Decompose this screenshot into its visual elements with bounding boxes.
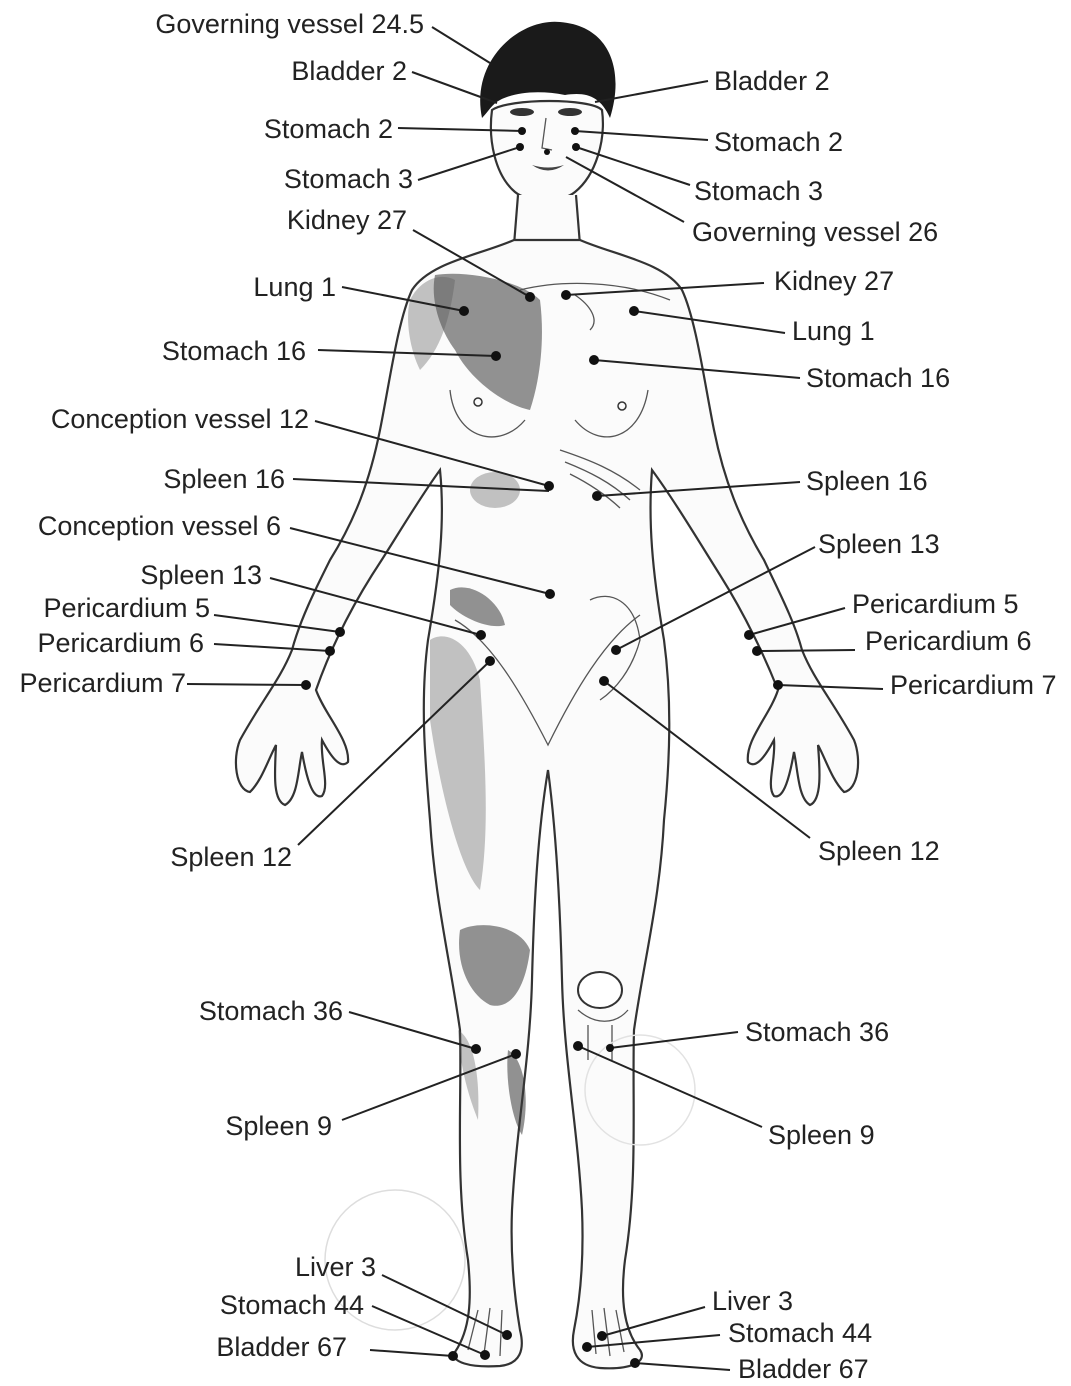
label-stomach-44-left: Stomach 44 [220, 1290, 364, 1320]
label-lung-1-right: Lung 1 [792, 316, 875, 346]
point-ki27-right [561, 290, 571, 300]
point-cv6 [545, 589, 555, 599]
label-spleen-13-right: Spleen 13 [818, 529, 940, 559]
point-sp12-right [599, 676, 609, 686]
label-spleen-13-left: Spleen 13 [140, 560, 262, 590]
point-gv26 [544, 149, 550, 155]
point-lu1-left [459, 306, 469, 316]
point-st3-right [572, 143, 580, 151]
right-eye [558, 108, 582, 116]
label-kidney-27-left: Kidney 27 [287, 205, 407, 235]
point-sp12-left [485, 656, 495, 666]
label-bladder-67-right: Bladder 67 [738, 1354, 869, 1384]
label-spleen-12-left: Spleen 12 [170, 842, 292, 872]
label-bladder-2-left: Bladder 2 [291, 56, 407, 86]
label-liver-3-left: Liver 3 [295, 1252, 376, 1282]
point-bl67-left [448, 1351, 458, 1361]
point-lv3-right [597, 1331, 607, 1341]
point-st44-right [582, 1342, 592, 1352]
point-pc6-left [325, 646, 335, 656]
label-bladder-67-left: Bladder 67 [216, 1332, 347, 1362]
point-sp16-right [592, 491, 602, 501]
right-kneecap [578, 972, 622, 1008]
point-pc5-right [744, 630, 754, 640]
point-lu1-right [629, 306, 639, 316]
label-bladder-2-right: Bladder 2 [714, 66, 830, 96]
point-pc5-left [335, 627, 345, 637]
label-gv-26: Governing vessel 26 [692, 217, 938, 247]
label-stomach-3-left: Stomach 3 [284, 164, 413, 194]
point-pc7-right [773, 680, 783, 690]
point-sp9-left [511, 1049, 521, 1059]
label-cv-6: Conception vessel 6 [38, 511, 281, 541]
label-stomach-2-left: Stomach 2 [264, 114, 393, 144]
left-eye [510, 108, 534, 116]
point-st44-left [480, 1350, 490, 1360]
label-stomach-2-right: Stomach 2 [714, 127, 843, 157]
point-st2-right [571, 127, 579, 135]
point-st36-right [606, 1044, 614, 1052]
point-sp13-right [611, 645, 621, 655]
label-gv-24-5: Governing vessel 24.5 [155, 9, 424, 39]
label-spleen-16-left: Spleen 16 [163, 464, 285, 494]
point-sp13-left [476, 630, 486, 640]
label-stomach-36-left: Stomach 36 [199, 996, 343, 1026]
label-spleen-9-left: Spleen 9 [225, 1111, 332, 1141]
label-pericardium-6-left: Pericardium 6 [37, 628, 204, 658]
label-pericardium-6-right: Pericardium 6 [865, 626, 1032, 656]
point-pc6-right [752, 646, 762, 656]
label-spleen-12-right: Spleen 12 [818, 836, 940, 866]
label-pericardium-7-left: Pericardium 7 [19, 668, 186, 698]
label-liver-3-right: Liver 3 [712, 1286, 793, 1316]
point-bl67-right [630, 1358, 640, 1368]
label-spleen-9-right: Spleen 9 [768, 1120, 875, 1150]
label-cv-12: Conception vessel 12 [51, 404, 309, 434]
label-pericardium-5-right: Pericardium 5 [852, 589, 1019, 619]
point-st3-left [516, 143, 524, 151]
label-pericardium-7-right: Pericardium 7 [890, 670, 1057, 700]
point-pc7-left [301, 680, 311, 690]
point-sp9-right [573, 1041, 583, 1051]
point-st36-left [471, 1044, 481, 1054]
point-st2-left [518, 127, 526, 135]
label-lung-1-left: Lung 1 [253, 272, 336, 302]
neck [514, 195, 580, 245]
point-st16-left [491, 351, 501, 361]
label-stomach-16-left: Stomach 16 [162, 336, 306, 366]
label-spleen-16-right: Spleen 16 [806, 466, 928, 496]
label-stomach-44-right: Stomach 44 [728, 1318, 872, 1348]
label-pericardium-5-left: Pericardium 5 [43, 593, 210, 623]
label-stomach-16-right: Stomach 16 [806, 363, 950, 393]
point-lv3-left [502, 1330, 512, 1340]
label-stomach-3-right: Stomach 3 [694, 176, 823, 206]
label-stomach-36-right: Stomach 36 [745, 1017, 889, 1047]
point-st16-right [589, 355, 599, 365]
point-ki27-left [525, 292, 535, 302]
label-kidney-27-right: Kidney 27 [774, 266, 894, 296]
point-cv12 [544, 481, 554, 491]
